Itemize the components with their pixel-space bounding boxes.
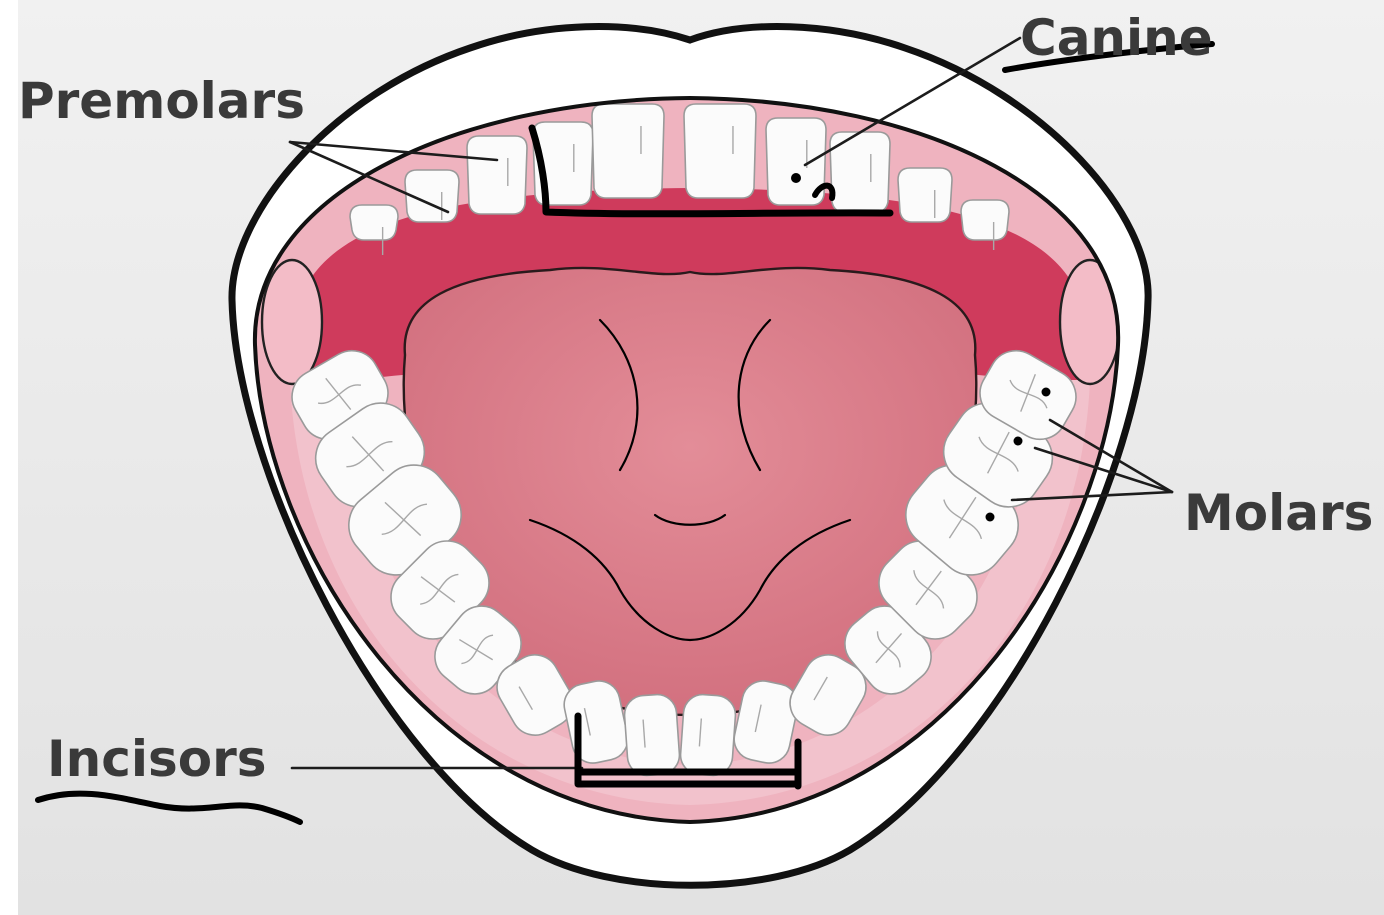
upper-tooth (684, 104, 756, 198)
upper-tooth (467, 136, 527, 214)
upper-tooth (961, 200, 1009, 240)
molars-label: Molars (1184, 484, 1373, 542)
upper-tooth (592, 104, 664, 198)
ink-molar-dot-1 (1042, 388, 1051, 397)
premolars-label: Premolars (18, 72, 305, 130)
left-cheek (262, 260, 322, 384)
ink-canine-dot (791, 173, 801, 183)
upper-tooth (350, 205, 398, 240)
lower-tooth (623, 693, 680, 776)
lower-tooth (679, 693, 736, 776)
ink-molar-dot-2 (1014, 437, 1023, 446)
upper-tooth (898, 168, 952, 222)
incisors-label: Incisors (47, 730, 267, 788)
canine-label: Canine (1020, 9, 1213, 67)
lower-tooth-crown (623, 693, 680, 776)
ink-molar-dot-3 (986, 513, 995, 522)
lower-tooth-crown (679, 693, 736, 776)
